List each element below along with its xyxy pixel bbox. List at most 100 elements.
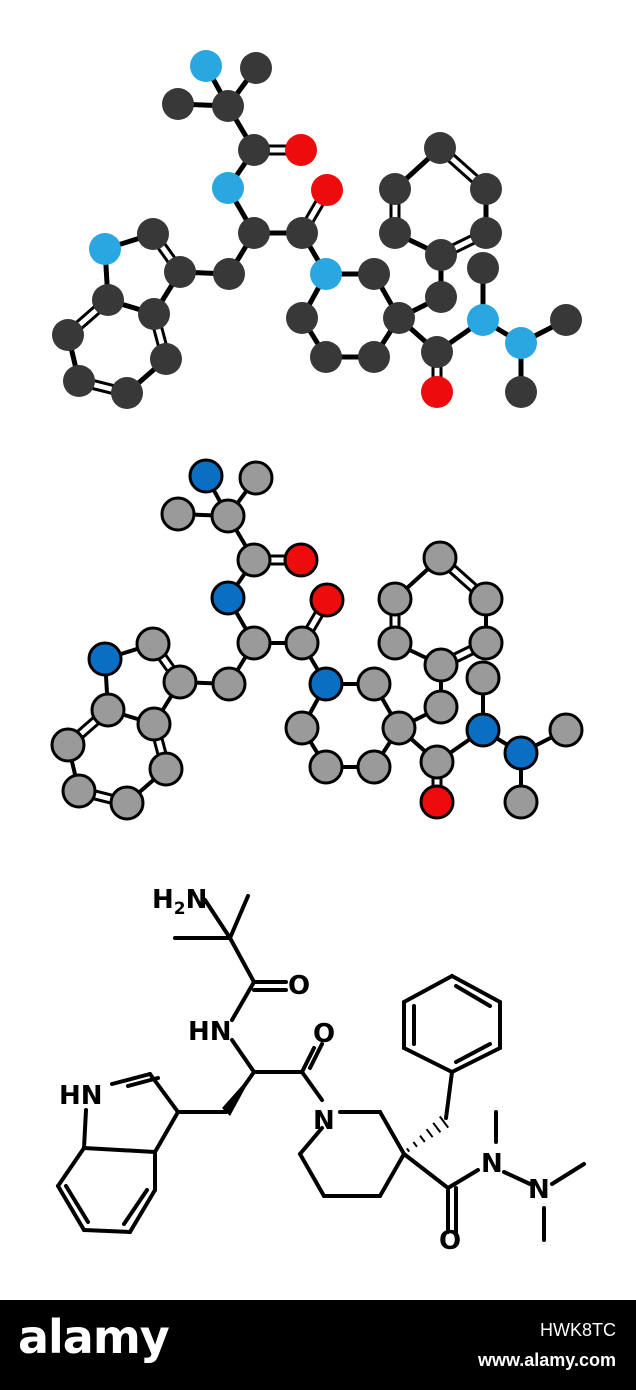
carbon-atom	[238, 460, 274, 496]
carbon-atom	[148, 751, 184, 787]
carbon-atom	[164, 256, 196, 288]
carbon-atom	[468, 581, 504, 617]
carbon-atom	[150, 343, 182, 375]
carbon-atom	[284, 625, 320, 661]
carbon-atom	[212, 90, 244, 122]
nitrogen-atom	[210, 580, 246, 616]
carbon-atom	[162, 664, 198, 700]
carbon-atom	[425, 239, 457, 271]
label-hn-indole: HN	[59, 1081, 103, 1111]
molecule-diagram: H2N HN O O HN N N N O	[50, 50, 586, 1256]
label-o-amide2: O	[313, 1019, 335, 1049]
carbon-atom	[238, 134, 270, 166]
hash-wedge-bond	[405, 1147, 411, 1153]
carbon-atom	[465, 660, 501, 696]
carbon-atom	[358, 341, 390, 373]
label-o-amide1: O	[288, 971, 310, 1001]
skeletal-bond	[454, 984, 492, 1008]
carbon-atom	[425, 281, 457, 313]
carbon-atom	[470, 173, 502, 205]
carbon-atom	[377, 581, 413, 617]
carbon-atom	[236, 625, 272, 661]
label-h2n: H2N	[152, 885, 207, 919]
skeletal-bond	[153, 1110, 180, 1154]
carbon-atom	[240, 52, 272, 84]
nitrogen-atom	[310, 258, 342, 290]
skeletal-bond	[82, 1108, 88, 1150]
skeletal-bond	[64, 1184, 90, 1224]
carbon-atom	[286, 302, 318, 334]
skeletal-bond	[300, 1046, 316, 1074]
skeletal-bond	[56, 1146, 86, 1188]
carbon-atom	[92, 284, 124, 316]
nitrogen-atom	[465, 712, 501, 748]
label-hn-amide: HN	[188, 1017, 232, 1047]
oxygen-atom	[285, 134, 317, 166]
carbon-atom	[505, 376, 537, 408]
carbon-atom	[358, 258, 390, 290]
carbon-atom	[470, 217, 502, 249]
hash-wedge-bond	[412, 1141, 418, 1148]
carbon-atom	[162, 88, 194, 120]
skeletal-bond	[298, 1126, 324, 1156]
carbon-atom	[424, 132, 456, 164]
nitrogen-atom	[503, 735, 539, 771]
label-n-piperidine: N	[313, 1106, 335, 1136]
nitrogen-atom	[212, 172, 244, 204]
carbon-atom	[503, 784, 539, 820]
oxygen-atom	[311, 174, 343, 206]
atom-labels: H2N HN O O HN N N N O	[59, 885, 550, 1256]
nitrogen-atom	[87, 641, 123, 677]
label-o-hydrazide: O	[439, 1226, 461, 1256]
brand-logo: alamy	[18, 1310, 170, 1364]
skeletal-bond	[402, 1152, 450, 1190]
carbon-atom	[356, 749, 392, 785]
skeletal-bond	[228, 894, 250, 940]
carbon-atom	[109, 785, 145, 821]
skeletal-bond	[203, 898, 232, 940]
carbon-atom	[213, 258, 245, 290]
carbon-atom	[383, 302, 415, 334]
label-n-hydrazide2: N	[528, 1175, 550, 1205]
site-url: www.alamy.com	[477, 1350, 616, 1370]
skeletal-bond	[378, 1152, 406, 1198]
skeletal-bond	[228, 936, 256, 984]
ball-and-stick-model-colored	[52, 50, 582, 409]
skeletal-bond	[56, 1184, 86, 1232]
watermark-footer: alamy HWK8TC www.alamy.com	[0, 1300, 636, 1390]
carbon-atom	[210, 498, 246, 534]
ball-and-stick-model-outlined	[50, 458, 584, 821]
skeletal-bond	[550, 1162, 586, 1186]
label-n-hydrazide1: N	[481, 1149, 503, 1179]
skeletal-bond	[454, 1042, 492, 1064]
skeletal-bond	[126, 1076, 160, 1088]
carbon-atom	[236, 542, 272, 578]
carbon-atom	[137, 218, 169, 250]
skeletal-bond	[298, 1152, 326, 1198]
carbon-atom	[138, 298, 170, 330]
carbon-atom	[422, 540, 458, 576]
carbon-atom	[136, 706, 172, 742]
skeletal-bond	[450, 974, 502, 1004]
carbon-atom	[111, 377, 143, 409]
skeletal-bond	[402, 974, 454, 1004]
skeletal-bond	[308, 1042, 324, 1070]
skeletal-bond	[502, 1170, 532, 1186]
carbon-atom	[379, 173, 411, 205]
label-h2n-n: N	[186, 885, 208, 915]
carbon-atom	[135, 626, 171, 662]
skeletal-bond	[82, 1146, 157, 1154]
carbon-atom	[467, 252, 499, 284]
carbon-atom	[211, 666, 247, 702]
nitrogen-atom	[505, 327, 537, 359]
nitrogen-atom	[188, 458, 224, 494]
carbon-atom	[238, 217, 270, 249]
nitrogen-atom	[308, 666, 344, 702]
nitrogen-atom	[89, 233, 121, 265]
carbon-atom	[468, 625, 504, 661]
carbon-atom	[381, 710, 417, 746]
skeletal-bond	[128, 1188, 157, 1234]
carbon-atom	[356, 666, 392, 702]
skeletal-bond	[122, 1188, 149, 1226]
wedge-bond	[222, 1072, 254, 1116]
